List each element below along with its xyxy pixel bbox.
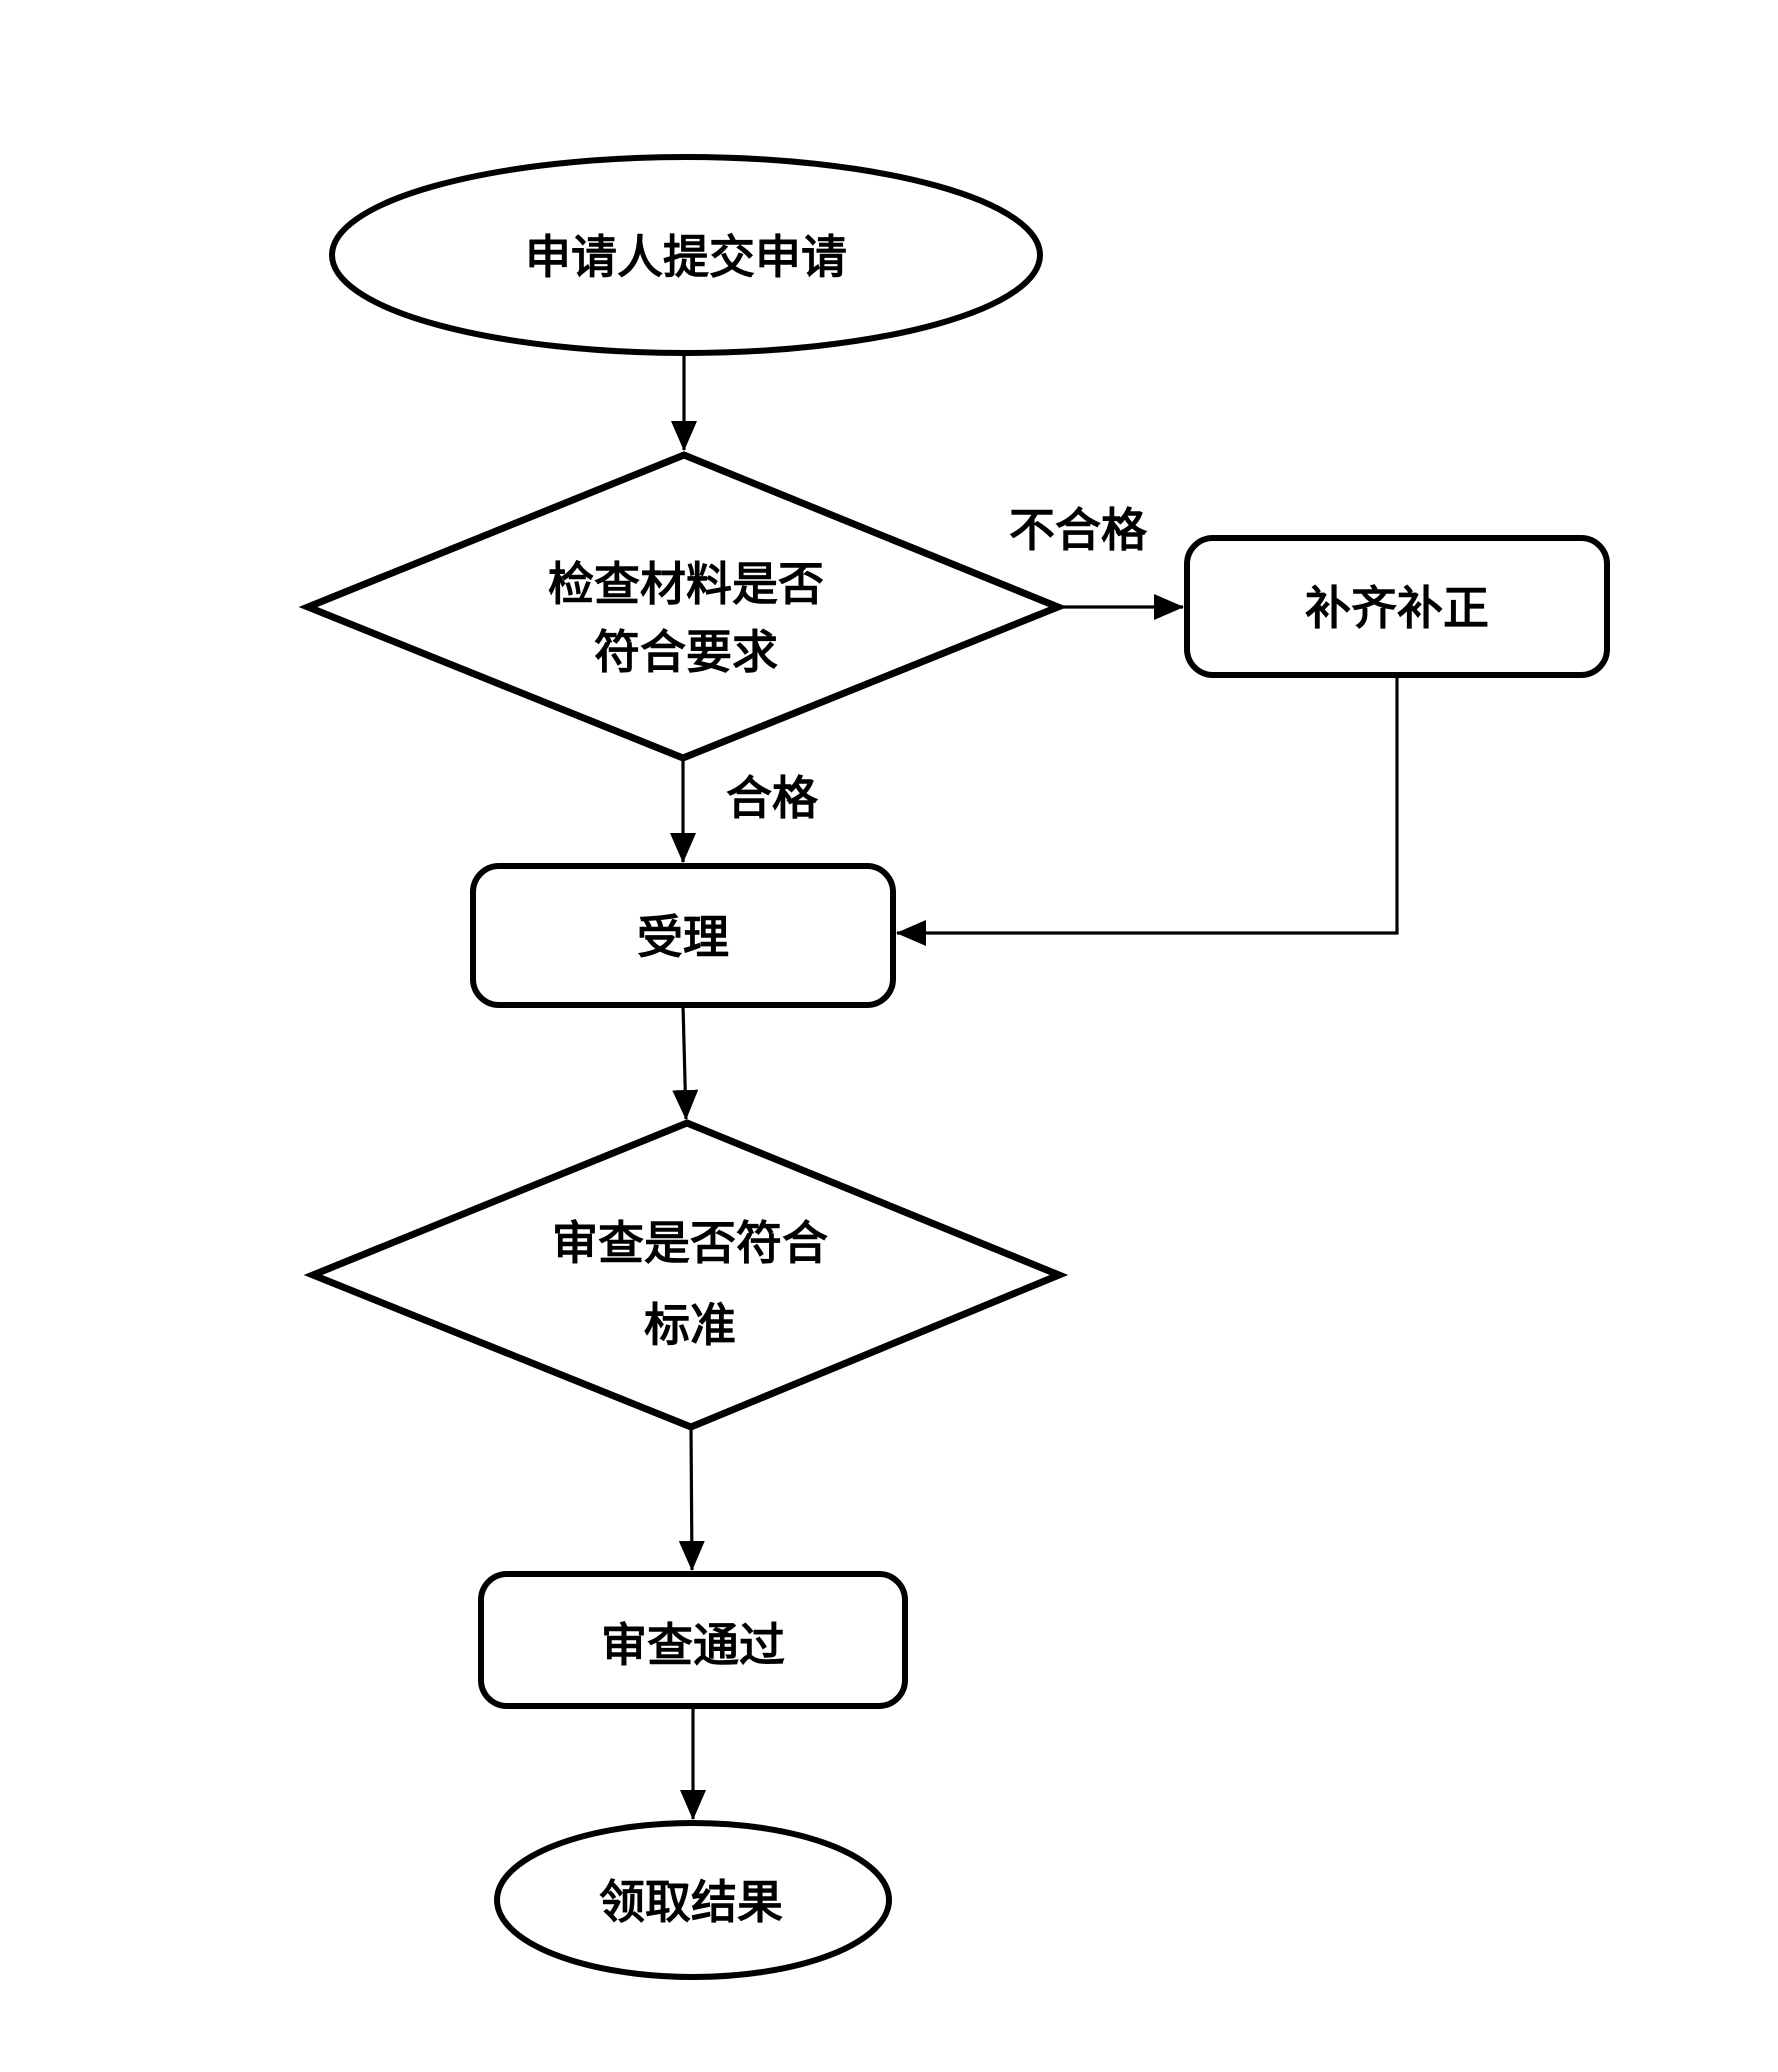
edge-label-unqualified: 不合格 — [1009, 503, 1148, 557]
review-label-line2: 标准 — [644, 1298, 736, 1352]
end-label: 领取结果 — [599, 1875, 783, 1929]
check-diamond-shape — [298, 451, 1068, 762]
check-label-line1: 检查材料是否 — [548, 557, 824, 611]
start-ellipse-shape — [329, 154, 1043, 356]
node-start: 申请人提交申请 — [329, 154, 1043, 356]
node-supplement: 补齐补正 — [1184, 535, 1610, 678]
start-label: 申请人提交申请 — [525, 230, 847, 284]
node-pass: 审查通过 — [478, 1571, 908, 1709]
edge-supplement-to-accept — [896, 675, 1399, 946]
check-label-line2: 符合要求 — [594, 625, 778, 679]
node-end: 领取结果 — [494, 1820, 892, 1980]
edge-label-qualified: 合格 — [726, 771, 819, 825]
node-check-materials: 检查材料是否 符合要求 — [298, 451, 1068, 762]
accept-rect-shape — [470, 863, 896, 1008]
supplement-rect-shape — [1184, 535, 1610, 678]
supplement-label: 补齐补正 — [1305, 581, 1489, 635]
review-diamond-shape — [303, 1119, 1069, 1431]
edge-review-to-pass — [678, 1426, 705, 1571]
edge-accept-to-review — [672, 1004, 699, 1120]
end-ellipse-shape — [494, 1820, 892, 1980]
accept-label: 受理 — [637, 910, 729, 964]
node-accept: 受理 — [470, 863, 896, 1008]
review-label-line1: 审查是否符合 — [552, 1216, 828, 1270]
pass-rect-shape — [478, 1571, 908, 1709]
pass-label: 审查通过 — [601, 1618, 785, 1672]
node-review: 审查是否符合 标准 — [303, 1119, 1069, 1431]
